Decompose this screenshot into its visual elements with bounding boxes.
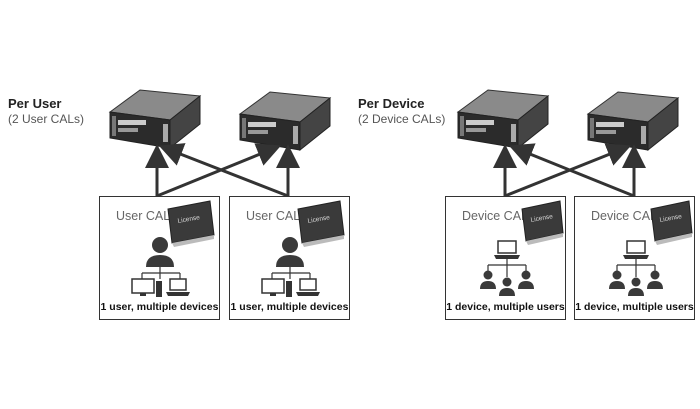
per-user-arrows	[145, 143, 300, 198]
per-device-arrows	[493, 143, 646, 198]
card-caption: 1 device, multiple users	[575, 301, 694, 313]
per-device-subtitle: (2 Device CALs)	[358, 112, 446, 126]
device-cal-card: Device CAL License	[445, 196, 566, 320]
per-user-title: Per User	[8, 96, 62, 111]
book-text: License	[530, 213, 554, 224]
server-icon	[587, 91, 679, 151]
server-icon	[457, 89, 549, 149]
card-label: Device CAL	[462, 209, 528, 223]
user-icon	[609, 270, 625, 289]
user-icon	[480, 270, 496, 289]
card-label: Device CAL	[591, 209, 657, 223]
license-book-icon: License	[297, 200, 345, 247]
card-label: User CAL	[116, 209, 171, 223]
laptop-icon	[623, 240, 649, 259]
user-icon	[276, 237, 304, 267]
desktop-computer-icon	[131, 278, 162, 297]
license-book-icon: License	[521, 200, 564, 245]
laptop-icon	[296, 278, 320, 296]
card-caption: 1 user, multiple devices	[100, 301, 219, 313]
book-text: License	[659, 213, 683, 224]
server-icon	[109, 89, 201, 149]
desktop-computer-icon	[261, 278, 292, 297]
per-user-subtitle: (2 User CALs)	[8, 112, 85, 126]
user-cal-card: User CAL License	[99, 196, 220, 320]
card-caption: 1 user, multiple devices	[230, 301, 349, 313]
license-book-icon: License	[167, 200, 215, 247]
book-text: License	[307, 214, 331, 225]
card-caption: 1 device, multiple users	[446, 301, 565, 313]
server-icon	[239, 91, 331, 151]
user-cal-card: User CAL License	[229, 196, 350, 320]
user-icon	[647, 270, 663, 289]
device-cal-card: Device CAL License	[574, 196, 695, 320]
user-icon	[146, 237, 174, 267]
laptop-icon	[166, 278, 190, 296]
license-book-icon: License	[650, 200, 693, 245]
book-text: License	[177, 214, 201, 225]
card-label: User CAL	[246, 209, 301, 223]
user-icon	[518, 270, 534, 289]
user-icon	[628, 277, 644, 296]
laptop-icon	[494, 240, 520, 259]
per-device-title: Per Device	[358, 96, 425, 111]
user-icon	[499, 277, 515, 296]
